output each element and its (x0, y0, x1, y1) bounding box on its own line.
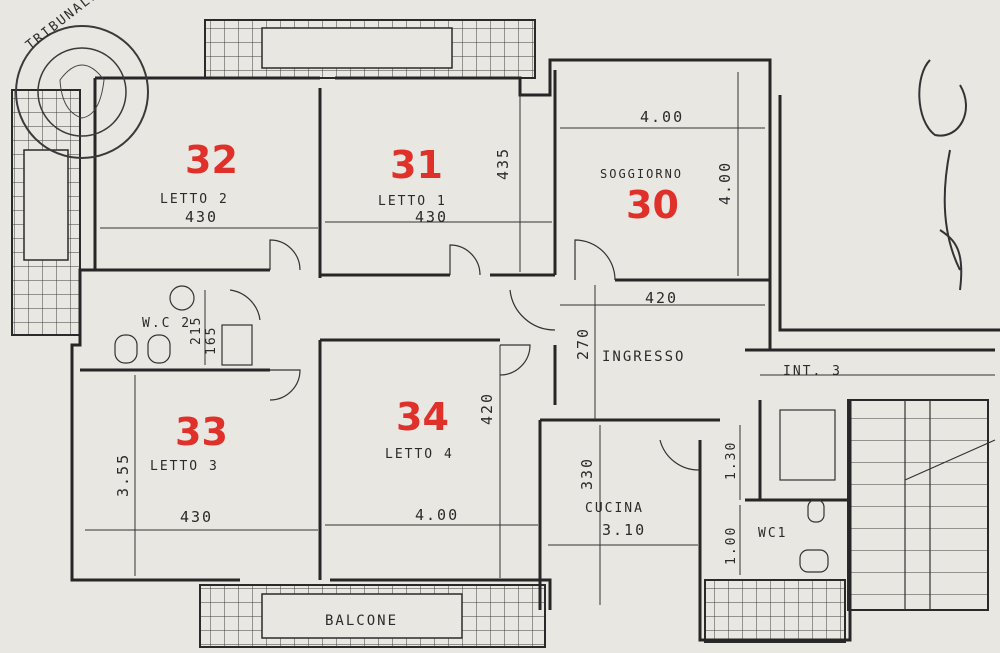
dim-wc1-1: 1.30 (724, 441, 739, 480)
dim-wc1-2: 1.00 (724, 526, 739, 565)
label-balcone: BALCONE (325, 613, 398, 629)
dim-letto3-width: 430 (180, 508, 213, 526)
room-name-ingresso: INGRESSO (602, 349, 685, 365)
dim-wc2-1: 215 (189, 316, 204, 345)
room-number-30: 30 (626, 183, 679, 227)
dim-ingresso-depth: 270 (574, 327, 592, 360)
room-name-wc1: WC1 (758, 526, 787, 541)
room-number-32: 32 (185, 138, 238, 182)
balcony-bottom-right (704, 579, 846, 643)
dim-cucina-depth: 330 (578, 457, 596, 490)
wc1-fixtures (779, 409, 836, 573)
room-number-31: 31 (390, 143, 443, 187)
room-name-letto-1: LETTO 1 (378, 194, 447, 209)
room-name-letto-4: LETTO 4 (385, 447, 454, 462)
signature (918, 59, 967, 291)
dim-letto4-width: 4.00 (415, 506, 459, 524)
dim-letto4-depth: 420 (478, 392, 496, 425)
dimension-lines (85, 72, 995, 605)
room-number-33: 33 (175, 410, 228, 454)
walls (70, 58, 1000, 642)
room-name-letto-3: LETTO 3 (150, 459, 219, 474)
wc2-fixtures (114, 285, 253, 366)
dim-soggiorno-width: 4.00 (640, 108, 684, 126)
dim-cucina-width: 3.10 (602, 521, 646, 539)
dim-soggiorno-depth: 4.00 (716, 161, 734, 205)
dim-letto1-width: 430 (415, 208, 448, 226)
dim-letto2-width: 430 (185, 208, 218, 226)
balcony-bottom (199, 584, 546, 648)
dim-letto1-depth: 435 (494, 147, 512, 180)
balcony-top (204, 19, 536, 79)
room-name-soggiorno: SOGGIORNO (600, 167, 683, 181)
stairwell (847, 399, 996, 611)
dim-letto3-depth: 3.55 (114, 453, 132, 497)
doors (229, 239, 701, 471)
balcony-left (11, 89, 81, 336)
room-name-letto-2: LETTO 2 (160, 192, 229, 207)
dim-ingresso-width: 420 (645, 289, 678, 307)
room-number-34: 34 (396, 395, 449, 439)
dim-wc2-2: 165 (204, 326, 219, 355)
room-name-cucina: CUCINA (585, 501, 644, 516)
room-name-wc2: W.C 2 (142, 316, 191, 331)
label-interno: INT. 3 (783, 364, 842, 379)
